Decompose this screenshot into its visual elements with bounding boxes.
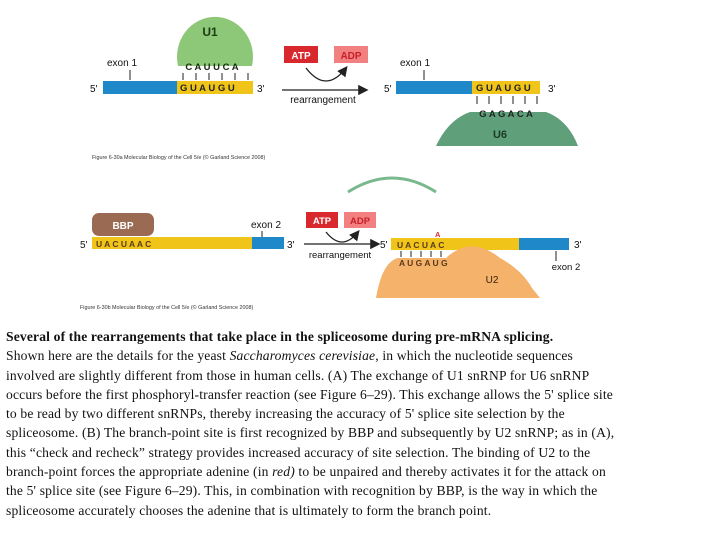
right-intron-bar [472, 81, 540, 94]
intron-bar [177, 81, 253, 94]
u2-snrnp-shape [376, 246, 540, 298]
caption-line: occurs before the first phosphoryl-trans… [6, 386, 613, 402]
panel-b: BBP 5' U A C U A A C exon 2 3' ATP ADP r… [80, 176, 582, 311]
panel-b-atp-box [306, 212, 338, 228]
u1-sequence: C A U U C A [185, 62, 238, 73]
u1-label: U1 [202, 25, 218, 39]
caption-line: spliceosome accurately chooses the adeni… [6, 502, 492, 518]
exon2-bar [252, 237, 284, 249]
u2-label: U2 [486, 275, 499, 286]
u2-sequence: A U G A U G [399, 258, 448, 268]
u2-base-pair-ticks [400, 251, 442, 257]
curved-arrow [305, 65, 348, 82]
u1-base-pair-ticks [182, 73, 249, 80]
right-branch-three-prime: 3' [574, 240, 582, 251]
three-prime-label: 3' [257, 84, 265, 95]
right-exon1-label: exon 1 [400, 58, 430, 69]
unpaired-adenine: A [435, 230, 441, 239]
branch-sequence: U A C U A A C [96, 239, 151, 249]
panel-a: U1 C A U U C A exon 1 5' G U A U G U 3' … [90, 16, 578, 161]
right-exon2-bar [519, 238, 569, 250]
caption-line: to be read by two different snRNPs, ther… [6, 406, 565, 422]
right-exon2-label: exon 2 [552, 262, 581, 273]
caption-line: the 5' splice site (see Figure 6–29). Th… [6, 483, 598, 499]
u6-base-pair-ticks [476, 96, 538, 104]
spliceosome-figure: U1 C A U U C A exon 1 5' G U A U G U 3' … [80, 16, 582, 311]
panel-b-atp-label: ATP [313, 216, 332, 227]
caption-line: spliceosome. (B) The branch-point site i… [6, 425, 615, 441]
caption-title: Several of the rearrangements that take … [6, 329, 554, 344]
branch-intron-bar [92, 237, 252, 249]
adp-box [334, 46, 368, 63]
u1-snrnp-shape [177, 16, 254, 66]
right-exon1-bar [396, 81, 472, 94]
panel-b-credit: Figure 6-30b Molecular Biology of the Ce… [80, 304, 253, 311]
exon1-label: exon 1 [107, 58, 137, 69]
exon2-label: exon 2 [251, 220, 281, 231]
bbp-shape [92, 213, 154, 236]
figure-caption: Several of the rearrangements that take … [6, 327, 714, 520]
right-branch-intron-bar [391, 238, 519, 250]
panel-b-rearrangement-label: rearrangement [309, 250, 372, 261]
caption-line: branch-point forces the appropriate aden… [6, 464, 606, 480]
right-intron-sequence: G U A U G U [476, 83, 531, 94]
panel-b-adp-box [344, 212, 376, 228]
caption-line: Shown here are the details for the yeast… [6, 348, 573, 364]
panel-a-credit: Figure 6-30a Molecular Biology of the Ce… [92, 154, 265, 161]
caption-line: this “check and recheck” strategy provid… [6, 444, 591, 460]
right-three-prime-label: 3' [548, 84, 556, 95]
right-branch-five-prime: 5' [380, 240, 388, 251]
atp-label: ATP [291, 51, 311, 62]
right-branch-sequence: U A C U A C [397, 240, 444, 250]
five-prime-label: 5' [90, 84, 98, 95]
panel-b-five-prime-label: 5' [80, 240, 88, 251]
rearrangement-label: rearrangement [290, 95, 356, 106]
panel-b-adp-label: ADP [350, 216, 371, 227]
u6-snrnp-shape [436, 112, 578, 146]
u6-sequence: G A G A C A [479, 109, 533, 120]
intron-sequence: G U A U G U [180, 83, 235, 94]
panel-b-curved-arrow [325, 229, 360, 243]
u6-label: U6 [493, 129, 507, 141]
bbp-label: BBP [112, 221, 133, 232]
adp-label: ADP [340, 51, 361, 62]
right-five-prime-label: 5' [384, 84, 392, 95]
caption-line: involved are slightly different from tho… [6, 367, 590, 383]
released-snrnp-arc [347, 176, 437, 194]
exon1-bar [103, 81, 177, 94]
panel-b-three-prime-label: 3' [287, 240, 295, 251]
atp-box [284, 46, 318, 63]
